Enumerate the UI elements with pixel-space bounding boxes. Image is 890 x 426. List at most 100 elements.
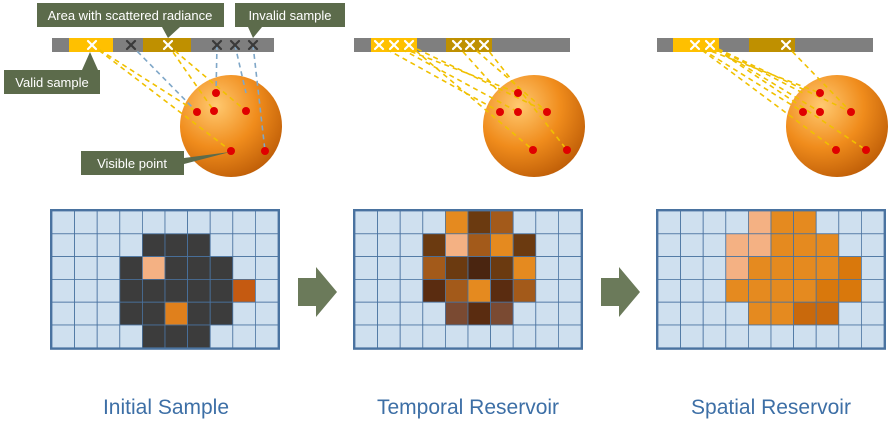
grid-cell bbox=[680, 278, 704, 303]
grid-cell bbox=[861, 233, 885, 258]
grid-cell bbox=[399, 210, 424, 235]
grid-cell bbox=[490, 301, 514, 326]
grid-cell bbox=[254, 233, 279, 258]
grid-cell bbox=[861, 301, 885, 326]
grid-cell bbox=[399, 278, 424, 303]
grid-cell bbox=[444, 210, 469, 235]
grid-cell bbox=[490, 233, 514, 258]
grid-cell bbox=[74, 210, 98, 235]
grid-cell bbox=[748, 210, 772, 235]
grid-cell bbox=[187, 301, 211, 326]
grid-cell bbox=[164, 301, 189, 326]
grid-cell bbox=[377, 278, 401, 303]
grid-cell bbox=[377, 233, 401, 258]
sphere-temporal bbox=[483, 75, 585, 177]
grid-cell bbox=[254, 324, 279, 349]
grid-cell bbox=[399, 301, 424, 326]
grid-cell bbox=[748, 278, 772, 303]
grid-cell bbox=[770, 324, 795, 349]
grid-cell bbox=[467, 256, 492, 280]
cross-icon bbox=[689, 39, 701, 51]
grid-cell bbox=[96, 210, 121, 235]
grid-cell bbox=[558, 210, 582, 235]
callout-invalid-sample-box bbox=[235, 3, 345, 38]
caption-initial-sample: Initial Sample bbox=[102, 396, 230, 419]
grid-cell bbox=[657, 210, 682, 235]
grid-cell bbox=[702, 278, 727, 303]
pixel-grid-spatial bbox=[656, 209, 886, 350]
cross-icon bbox=[780, 39, 792, 51]
grid-cell bbox=[558, 278, 582, 303]
grid-cell bbox=[377, 256, 401, 280]
grid-cell bbox=[51, 210, 76, 235]
callout-invalid-sample-label: Invalid sample bbox=[248, 8, 331, 23]
grid-cell bbox=[815, 278, 840, 303]
grid-cell bbox=[815, 233, 840, 258]
cross-icon bbox=[162, 39, 174, 51]
grid-cell bbox=[467, 301, 492, 326]
grid-cell bbox=[535, 210, 559, 235]
grid-cell bbox=[96, 278, 121, 303]
grid-cell bbox=[770, 256, 795, 280]
grid-cell bbox=[512, 233, 537, 258]
grid-cell bbox=[770, 301, 795, 326]
grid-cell bbox=[444, 301, 469, 326]
callout-scattered-area-box bbox=[37, 3, 224, 38]
grid-cell bbox=[725, 256, 749, 280]
grid-cell bbox=[512, 278, 537, 303]
grid-cell bbox=[74, 256, 98, 280]
rays-temporal bbox=[378, 44, 568, 151]
grid-cell bbox=[209, 324, 234, 349]
grid-cell bbox=[74, 233, 98, 258]
grid-cell bbox=[209, 233, 234, 258]
cross-icon bbox=[229, 39, 241, 51]
caption-temporal-reservoir: Temporal Reservoir bbox=[376, 396, 560, 419]
grid-cell bbox=[793, 256, 817, 280]
grid-cell bbox=[467, 278, 492, 303]
sample-bar-temporal bbox=[354, 38, 570, 52]
callout-visible-point: Visible point bbox=[81, 151, 230, 175]
grid-cell bbox=[209, 278, 234, 303]
grid-cell bbox=[141, 233, 166, 258]
right-arrow-icon bbox=[601, 267, 640, 317]
grid-cell bbox=[51, 301, 76, 326]
callout-visible-point-label: Visible point bbox=[97, 156, 167, 171]
grid-cell bbox=[254, 301, 279, 326]
grid-cell bbox=[680, 324, 704, 349]
cross-icon bbox=[125, 39, 137, 51]
grid-cell bbox=[512, 210, 537, 235]
grid-cell bbox=[399, 256, 424, 280]
grid-cell bbox=[254, 278, 279, 303]
visible-points-temporal bbox=[496, 89, 571, 154]
grid-cell bbox=[467, 324, 492, 349]
grid-cell bbox=[399, 233, 424, 258]
grid-cell bbox=[558, 256, 582, 280]
grid-cell bbox=[535, 301, 559, 326]
grid-cell bbox=[141, 301, 166, 326]
grid-cell bbox=[657, 256, 682, 280]
grid-cell bbox=[141, 210, 166, 235]
grid-cell bbox=[422, 324, 446, 349]
grid-cell bbox=[512, 256, 537, 280]
grid-cell bbox=[141, 324, 166, 349]
grid-cell bbox=[164, 278, 189, 303]
grid-cell bbox=[187, 233, 211, 258]
grid-cell bbox=[422, 210, 446, 235]
grid-cell bbox=[51, 233, 76, 258]
grid-cell bbox=[490, 278, 514, 303]
callout-valid-sample: Valid sample bbox=[4, 52, 100, 94]
grid-cell bbox=[770, 278, 795, 303]
callout-scattered-area: Area with scattered radiance bbox=[37, 3, 224, 38]
grid-cell bbox=[232, 278, 256, 303]
grid-cell bbox=[187, 210, 211, 235]
sample-bar-spatial bbox=[657, 38, 873, 52]
grid-cell bbox=[96, 256, 121, 280]
grid-cell bbox=[680, 233, 704, 258]
grid-cell bbox=[74, 278, 98, 303]
grid-cell bbox=[748, 301, 772, 326]
grid-cell bbox=[467, 210, 492, 235]
grid-cell bbox=[725, 210, 749, 235]
cross-icon bbox=[247, 39, 259, 51]
grid-cell bbox=[141, 256, 166, 280]
grid-cell bbox=[748, 256, 772, 280]
